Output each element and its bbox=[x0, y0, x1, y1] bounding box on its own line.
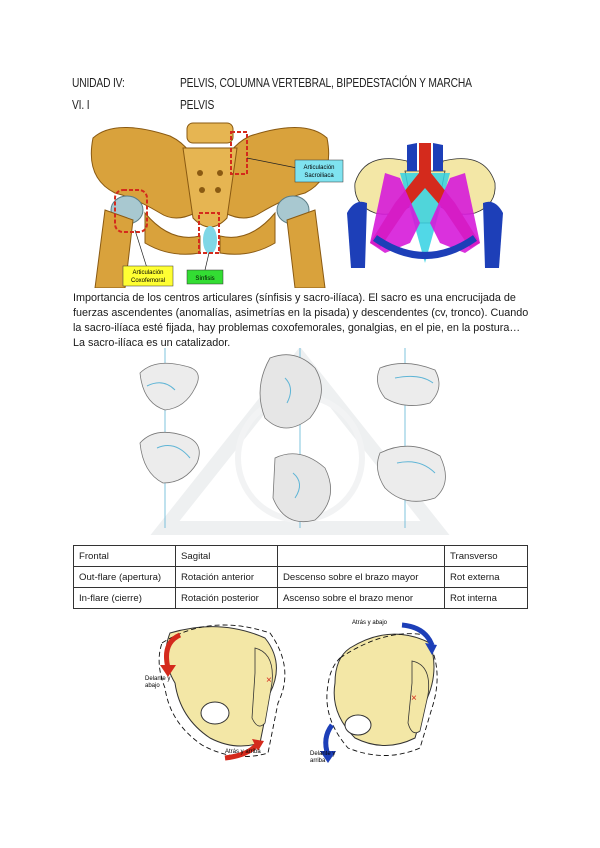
table-row: In-flare (cierre) Rotación posterior Asc… bbox=[73, 587, 528, 609]
sacroiliac-movements-table: Frontal Sagital Transverso Out-flare (ap… bbox=[73, 545, 528, 609]
section-label: VI. I bbox=[72, 98, 90, 112]
left-top-label-line2: abajo bbox=[145, 683, 160, 689]
table-row: Out-flare (apertura) Rotación anterior D… bbox=[73, 566, 528, 588]
iliac-rotation-figure: × Delante y abajo Atrás y arriba × Atrás… bbox=[140, 613, 460, 773]
table-header-cell: Transverso bbox=[444, 545, 528, 567]
table-cell: Rot externa bbox=[444, 566, 528, 588]
pelvis-force-lines-figure bbox=[345, 143, 505, 268]
table-cell: Ascenso sobre el brazo menor bbox=[277, 587, 445, 609]
section-title: PELVIS bbox=[180, 98, 215, 112]
table-cell: Rot interna bbox=[444, 587, 528, 609]
label-coxofemoral-line2: Coxofemoral bbox=[131, 278, 165, 284]
table-header-row: Frontal Sagital Transverso bbox=[73, 545, 528, 567]
left-bottom-label: Atrás y arriba bbox=[225, 749, 261, 755]
table-header-cell: Sagital bbox=[175, 545, 278, 567]
table-cell: Rotación anterior bbox=[175, 566, 278, 588]
label-sacroiliac-line2: Sacroiliaca bbox=[304, 173, 334, 179]
pelvis-views-figure bbox=[135, 348, 465, 538]
svg-text:×: × bbox=[411, 693, 417, 704]
right-bottom-label-line2: arriba bbox=[310, 758, 326, 764]
pelvis-anatomy-figure: Articulación Sacroiliaca Articulación Co… bbox=[75, 118, 345, 288]
label-coxofemoral-line1: Articulación bbox=[132, 270, 163, 276]
table-cell: Rotación posterior bbox=[175, 587, 278, 609]
label-sacroiliac-line1: Articulación bbox=[303, 165, 334, 171]
right-top-label: Atrás y abajo bbox=[352, 620, 388, 626]
table-cell: Descenso sobre el brazo mayor bbox=[277, 566, 445, 588]
table-header-cell bbox=[277, 545, 445, 567]
table-cell: In-flare (cierre) bbox=[73, 587, 176, 609]
unit-title: PELVIS, COLUMNA VERTEBRAL, BIPEDESTACIÓN… bbox=[180, 76, 472, 90]
label-symphysis: Sínfisis bbox=[195, 276, 214, 282]
table-cell: Out-flare (apertura) bbox=[73, 566, 176, 588]
table-header-cell: Frontal bbox=[73, 545, 176, 567]
svg-text:×: × bbox=[266, 675, 272, 686]
unit-label: UNIDAD IV: bbox=[72, 76, 125, 90]
intro-paragraph: Importancia de los centros articulares (… bbox=[73, 292, 529, 349]
right-bottom-label-line1: Delante y bbox=[310, 751, 335, 757]
left-top-label-line1: Delante y bbox=[145, 676, 170, 682]
